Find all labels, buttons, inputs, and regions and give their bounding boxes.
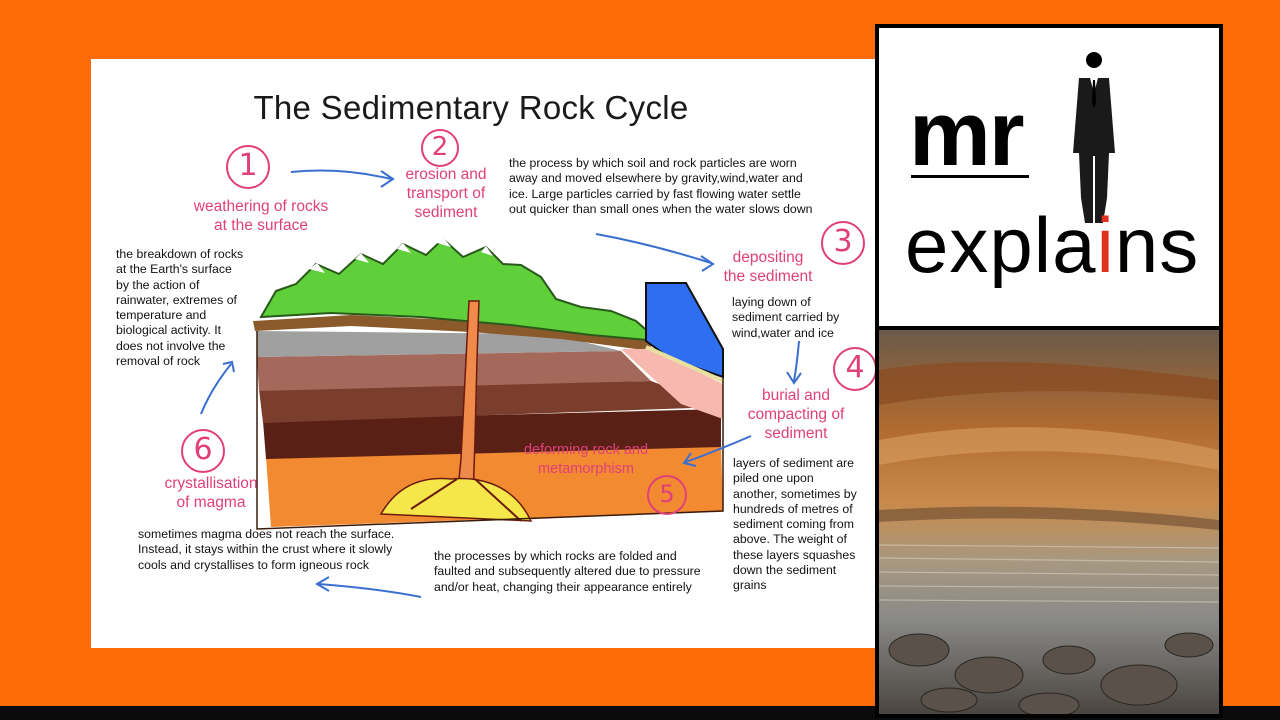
- logo-mr-text: mr: [909, 88, 1023, 180]
- crystallisation-description: sometimes magma does not reach the surfa…: [138, 527, 398, 573]
- arrow-3-to-4: [794, 341, 799, 381]
- stage-3-label: depositing the sediment: [703, 248, 833, 286]
- stage-4-label: burial and compacting of sediment: [731, 386, 861, 443]
- rock-photo-panel: [875, 326, 1223, 718]
- stage-1-label: weathering of rocks at the surface: [161, 197, 361, 235]
- stage-2-label: erosion and transport of sediment: [391, 165, 501, 222]
- depositing-description: laying down of sediment carried by wind,…: [732, 295, 857, 341]
- stage-1-number: 1: [226, 145, 270, 189]
- arrow-2-to-3: [596, 234, 711, 263]
- deforming-description: the processes by which rocks are folded …: [434, 549, 714, 595]
- stage-2-number: 2: [421, 129, 459, 167]
- stage-5-label: deforming rock and metamorphism: [491, 441, 681, 479]
- erosion-description: the process by which soil and rock parti…: [509, 156, 819, 217]
- logo-underline: [911, 175, 1029, 178]
- stage-6-label: crystallisation of magma: [136, 474, 286, 512]
- logo-inner: mr explains: [879, 28, 1219, 326]
- stage-6-number: 6: [181, 429, 225, 473]
- stage-5-number: 5: [647, 475, 687, 515]
- logo-panel: mr explains: [875, 24, 1223, 330]
- logo-explains-text: explains: [905, 206, 1199, 284]
- arrow-5-to-6: [319, 584, 421, 597]
- burial-description: layers of sediment are piled one upon an…: [733, 456, 861, 594]
- arrow-6-to-1: [201, 364, 231, 414]
- arrow-1-to-2: [291, 171, 391, 179]
- logo-explains-pre: expla: [905, 201, 1096, 289]
- sedimentary-cliff-photo: [879, 330, 1219, 714]
- weathering-description: the breakdown of rocks at the Earth's su…: [116, 247, 246, 369]
- diagram-card: The Sedimentary Rock Cycle: [91, 59, 875, 648]
- logo-explains-post: ns: [1115, 201, 1199, 289]
- logo-explains-i: i: [1096, 201, 1114, 289]
- stage-4-number: 4: [833, 347, 877, 391]
